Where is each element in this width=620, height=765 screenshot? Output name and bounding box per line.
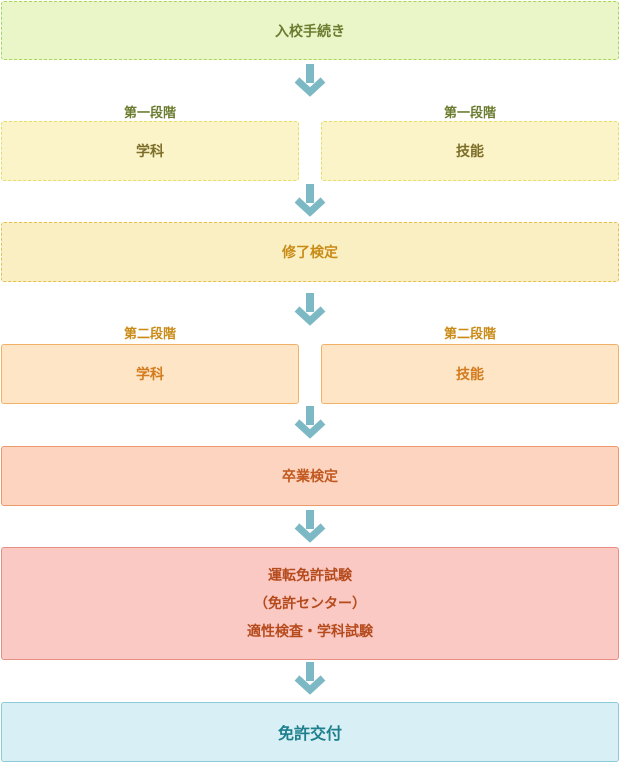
stage2-driving-label: 技能	[456, 367, 484, 383]
license-exam-box: 運転免許試験 （免許センター） 適性検査・学科試験	[1, 547, 619, 660]
enrollment-label: 入校手続き	[275, 23, 345, 40]
completion-test-box: 修了検定	[1, 222, 619, 282]
stage2-label-left: 第二段階	[123, 327, 176, 342]
stage2-label-right: 第二段階	[443, 327, 496, 342]
license-exam-contents: 適性検査・学科試験	[247, 623, 373, 640]
stage1-label-right: 第一段階	[443, 106, 496, 121]
license-issuance-label: 免許交付	[277, 724, 342, 743]
stage1-lecture-box: 学科	[1, 121, 299, 181]
step-arrow-icon	[294, 64, 326, 97]
stage2-driving-box: 技能	[321, 344, 619, 404]
stage1-label-left: 第一段階	[123, 106, 176, 121]
step-arrow-icon	[294, 184, 326, 217]
license-issuance-box: 免許交付	[1, 702, 619, 762]
enrollment-box: 入校手続き	[1, 1, 619, 60]
stage1-driving-box: 技能	[321, 121, 619, 181]
stage1-lecture-label: 学科	[136, 144, 164, 160]
graduation-test-box: 卒業検定	[1, 446, 619, 506]
step-arrow-icon	[294, 293, 326, 326]
completion-test-label: 修了検定	[282, 245, 338, 261]
stage2-lecture-box: 学科	[1, 344, 299, 404]
license-exam-title: 運転免許試験	[268, 567, 352, 584]
license-exam-location: （免許センター）	[254, 595, 366, 612]
step-arrow-icon	[294, 510, 326, 543]
stage2-lecture-label: 学科	[136, 367, 164, 383]
step-arrow-icon	[294, 662, 326, 695]
stage1-driving-label: 技能	[456, 144, 484, 160]
step-arrow-icon	[294, 406, 326, 439]
graduation-test-label: 卒業検定	[282, 469, 338, 485]
